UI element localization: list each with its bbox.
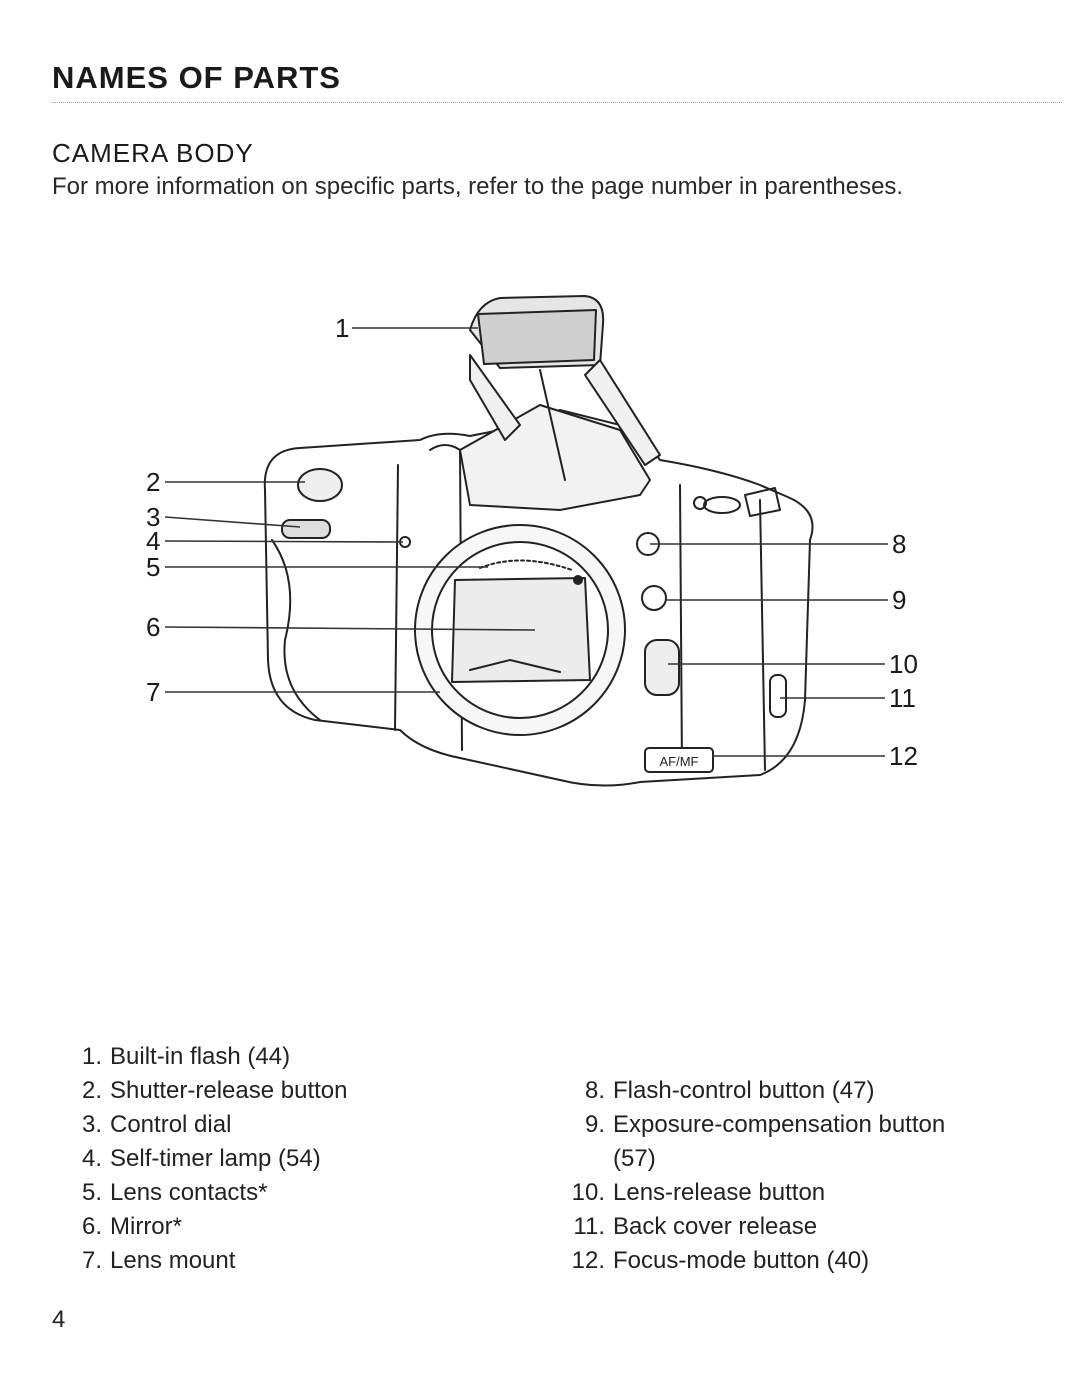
leader-line-3 (164, 516, 301, 528)
item-label: Flash-control button (47) (613, 1077, 875, 1104)
callout-12: 12 (889, 741, 918, 771)
page-number: 4 (52, 1306, 66, 1333)
item-number: 7. (81, 1247, 102, 1274)
parts-list-right: 8. Flash-control button (47) 9. Exposure-c… (565, 1040, 1025, 1278)
callout-4: 4 (146, 526, 160, 556)
camera-grip (271, 539, 321, 721)
item-number: 12. (571, 1247, 605, 1274)
leader-line-6 (164, 626, 536, 631)
item-label: Focus-mode button (40) (613, 1247, 870, 1274)
item-number: 5. (81, 1179, 102, 1206)
focus-mode-button-shape (644, 747, 714, 773)
callout-5: 5 (146, 552, 160, 582)
item-label: Control dial (110, 1111, 232, 1138)
item-label: Back cover release (613, 1213, 818, 1240)
control-dial-shape (281, 519, 331, 539)
item-number (565, 1142, 613, 1176)
item-label (613, 1040, 1025, 1074)
callout-10: 10 (889, 649, 918, 679)
list-item: 6. Mirror* (66, 1210, 486, 1244)
leader-line-4 (164, 540, 404, 543)
item-number: 11. (573, 1213, 605, 1240)
list-item: 9. Exposure-compensation button (565, 1108, 1025, 1142)
lens-release-button-shape (644, 639, 680, 696)
exposure-compensation-button-shape (641, 585, 667, 611)
item-label: Mirror* (110, 1213, 182, 1240)
list-item: (57) (565, 1142, 1025, 1176)
item-number: 9. (584, 1111, 605, 1138)
callout-11: 11 (889, 683, 916, 713)
item-number: 8. (584, 1077, 605, 1104)
list-item: 5. Lens contacts* (66, 1176, 486, 1210)
section-heading: CAMERA BODY (52, 138, 254, 168)
item-label: Self-timer lamp (54) (110, 1145, 321, 1172)
camera-body-outline (263, 409, 814, 787)
camera-body-figure: AF/MF 1 2 3 4 5 6 7 8 9 10 11 12 (0, 280, 1080, 820)
callout-8: 8 (892, 529, 906, 559)
callout-1: 1 (335, 313, 349, 343)
list-item (565, 1040, 1025, 1074)
page-title: NAMES OF PARTS (52, 60, 341, 95)
back-cover-release-shape (769, 674, 787, 718)
list-item: 12. Focus-mode button (40) (565, 1244, 1025, 1278)
item-number (565, 1040, 613, 1074)
callout-2: 2 (146, 467, 160, 497)
item-number: 4. (81, 1145, 102, 1172)
item-label: Lens contacts* (110, 1179, 268, 1206)
item-label: Shutter-release button (110, 1077, 348, 1104)
item-label: Built-in flash (44) (110, 1043, 291, 1070)
callout-7: 7 (146, 677, 160, 707)
list-item: 10. Lens-release button (565, 1176, 1025, 1210)
item-number: 2. (81, 1077, 102, 1104)
intro-paragraph: For more information on specific parts, … (52, 173, 904, 200)
list-item: 3. Control dial (66, 1108, 486, 1142)
title-divider (52, 102, 1062, 103)
list-item: 1. Built-in flash (44) (66, 1040, 486, 1074)
list-item: 11. Back cover release (565, 1210, 1025, 1244)
parts-list-left: 1. Built-in flash (44) 2. Shutter-release … (66, 1040, 486, 1278)
list-item: 8. Flash-control button (47) (565, 1074, 1025, 1108)
list-item: 2. Shutter-release button (66, 1074, 486, 1108)
item-number: 10. (571, 1179, 605, 1206)
item-number: 3. (81, 1111, 102, 1138)
item-label: Lens-release button (613, 1179, 826, 1206)
item-label: Exposure-compensation button (613, 1111, 946, 1138)
item-label: Lens mount (110, 1247, 236, 1274)
shutter-release-shape (297, 468, 343, 502)
af-mf-label: AF/MF (660, 754, 699, 769)
camera-illustration: AF/MF 1 2 3 4 5 6 7 8 9 10 11 12 (146, 295, 918, 787)
callout-9: 9 (892, 585, 906, 615)
callout-3: 3 (146, 502, 160, 532)
item-label: (57) (613, 1145, 656, 1172)
item-number: 1. (81, 1043, 102, 1070)
item-number: 6. (81, 1213, 102, 1240)
callout-6: 6 (146, 612, 160, 642)
list-item: 4. Self-timer lamp (54) (66, 1142, 486, 1176)
list-item: 7. Lens mount (66, 1244, 486, 1278)
